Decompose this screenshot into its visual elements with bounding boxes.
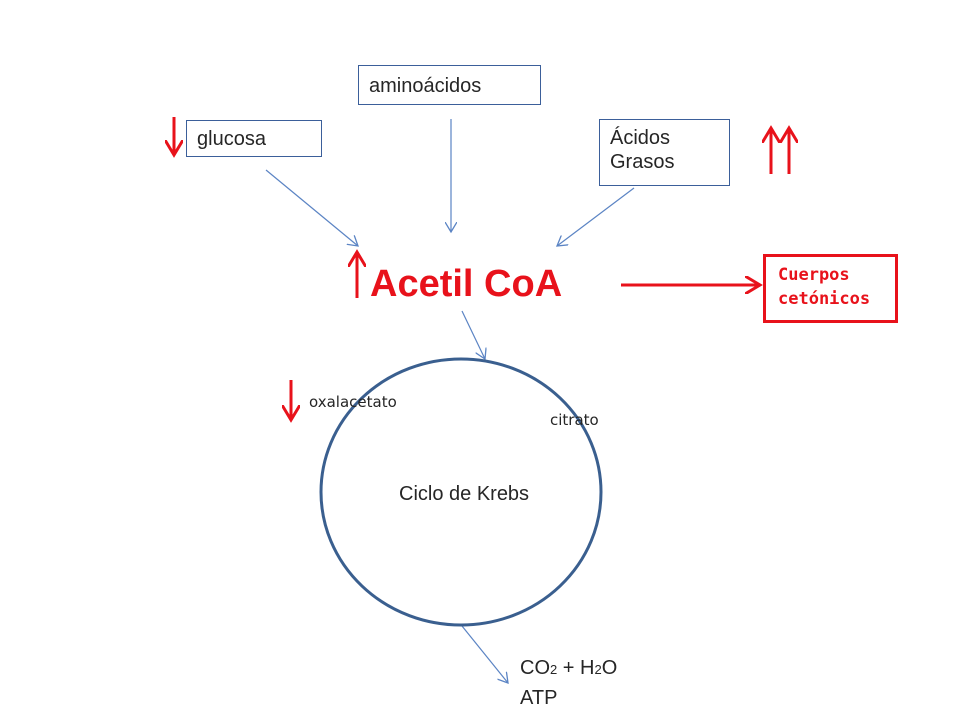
plus-sign: + [557, 657, 581, 679]
cuerpos-cetonicos-box: Cuerpos cetónicos [763, 254, 898, 323]
aminoacidos-box: aminoácidos [358, 65, 541, 105]
glucosa-box: glucosa [186, 120, 322, 157]
cuerpos-label-line1: Cuerpos [778, 265, 850, 285]
oxalacetato-label: oxalacetato [309, 393, 397, 411]
arrow-glucosa-to-acetil [265, 169, 358, 246]
products-label: CO2 + H2O ATP [520, 654, 617, 712]
o-base: O [601, 657, 618, 679]
ciclo-krebs-label: Ciclo de Krebs [399, 483, 530, 505]
krebs-cycle-circle [319, 357, 603, 627]
aminoacidos-label: aminoácidos [369, 75, 482, 97]
co2-base: CO [520, 657, 550, 679]
acidos-grasos-box: Ácidos Grasos [599, 119, 730, 186]
cuerpos-label-line2: cetónicos [778, 289, 871, 309]
atp-label: ATP [520, 687, 558, 709]
h-base: H [580, 657, 595, 679]
acidos-label-line2: Grasos [610, 151, 675, 173]
acetil-coa-label: Acetil CoA [370, 263, 563, 305]
arrow-acidos-to-acetil [557, 187, 635, 246]
h2-subscript: 2 [594, 662, 602, 677]
glucosa-label: glucosa [197, 128, 266, 150]
products-line1: CO2 + H2O [520, 654, 617, 684]
arrow-acetil-to-cycle [461, 310, 485, 359]
acidos-label-line1: Ácidos [610, 127, 671, 149]
arrow-cycle-to-products [461, 625, 508, 683]
co2-subscript: 2 [550, 662, 558, 677]
citrato-label: citrato [550, 411, 599, 429]
